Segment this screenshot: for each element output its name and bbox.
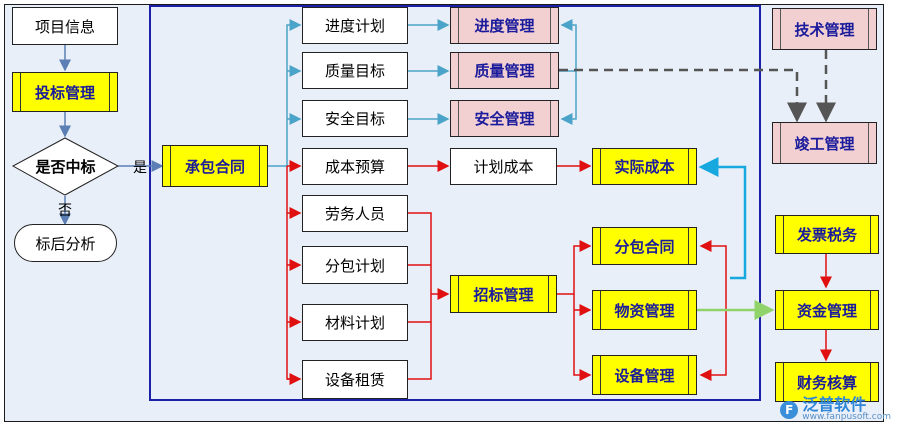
planned-cost-box: 计划成本	[450, 148, 557, 185]
watermark-url: www.fanpusoft.com	[802, 412, 891, 422]
contract-box: 承包合同	[162, 145, 268, 187]
subcontract-plan-box: 分包计划	[302, 246, 408, 284]
subcontract-box: 分包合同	[592, 227, 697, 265]
actual-cost-box: 实际成本	[592, 148, 697, 185]
material-plan-box: 材料计划	[302, 304, 408, 341]
decision-label: 是否中标	[35, 157, 96, 176]
equipment-mgmt-box: 设备管理	[592, 355, 697, 395]
logo-icon: F	[780, 400, 799, 419]
no-label: 否	[58, 203, 72, 219]
equipment-lease-box: 设备租赁	[302, 360, 408, 399]
contract-scope-frame	[149, 5, 761, 401]
material-mgmt-box: 物资管理	[592, 290, 697, 330]
tech-mgmt-box: 技术管理	[772, 8, 877, 50]
fund-mgmt-box: 资金管理	[775, 290, 879, 330]
arrow-material-to-equipment	[699, 310, 727, 381]
safety-mgmt-box: 安全管理	[450, 100, 559, 137]
post-bid-analysis-label: 标后分析	[35, 234, 96, 253]
watermark-logo: F 泛普软件 www.fanpusoft.com	[780, 397, 891, 422]
project-info-box: 项目信息	[12, 7, 118, 45]
cost-budget-box: 成本预算	[302, 148, 408, 185]
watermark-name: 泛普软件	[802, 395, 867, 414]
progress-plan-box: 进度计划	[302, 7, 408, 44]
tender-bracket	[408, 212, 432, 380]
invoice-tax-box: 发票税务	[775, 215, 879, 254]
completion-mgmt-box: 竣工管理	[772, 122, 877, 164]
progress-mgmt-box: 进度管理	[450, 7, 559, 44]
post-bid-analysis-box: 标后分析	[14, 224, 117, 262]
contract-label: 承包合同	[184, 157, 245, 176]
project-info-label: 项目信息	[34, 17, 95, 36]
feedback-safety	[560, 71, 577, 125]
yes-label: 是	[133, 160, 147, 176]
quality-target-box: 质量目标	[302, 52, 408, 89]
arrow-contract-to-progress-plan	[268, 19, 302, 167]
finance-accounting-box: 财务核算	[775, 362, 879, 402]
safety-target-box: 安全目标	[302, 100, 408, 137]
bid-management-label: 投标管理	[34, 83, 95, 102]
arrow-to-actual-cost	[698, 157, 747, 280]
decision-diamond	[11, 137, 120, 196]
labor-box: 劳务人员	[302, 195, 408, 232]
arrow-tender-to-equipment-mgmt	[573, 310, 592, 381]
tender-mgmt-box: 招标管理	[450, 275, 557, 313]
red-trunk	[286, 166, 300, 380]
feedback-progress	[559, 19, 577, 72]
arrow-material-to-subcontract	[697, 240, 727, 311]
bid-management-box: 投标管理	[12, 72, 118, 112]
dash-quality-to-completion	[559, 68, 807, 123]
quality-mgmt-box: 质量管理	[450, 52, 559, 89]
arrow-tender-to-subcontract	[557, 240, 592, 295]
